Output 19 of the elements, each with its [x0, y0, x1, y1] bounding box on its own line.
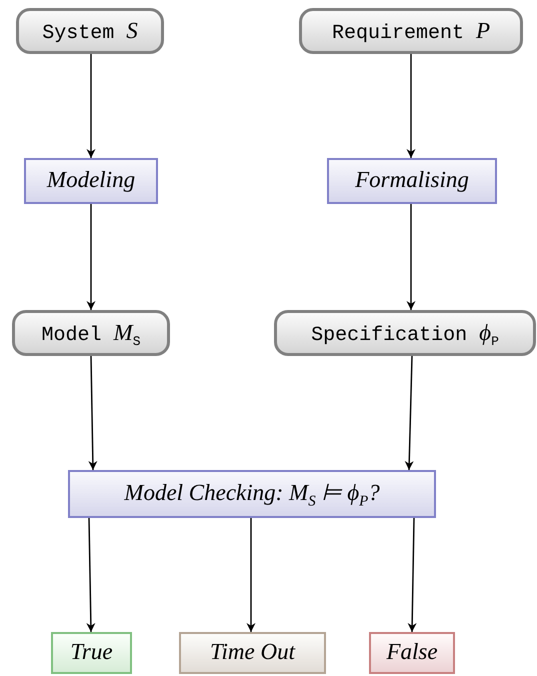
arrow [86, 54, 96, 158]
arrow [404, 356, 414, 470]
result-box: False [369, 632, 455, 674]
process-box: Formalising [327, 158, 497, 204]
arrow [406, 54, 416, 158]
arrow [88, 356, 98, 470]
arrow [406, 204, 416, 310]
arrow [408, 518, 417, 632]
process-box: Model Checking: M$_{S}$ ⊨ ϕ$_{P}$? [68, 470, 436, 518]
arrow [246, 518, 256, 632]
source-box: System S [16, 8, 164, 54]
model-box: Model M$_{S}$ [12, 310, 170, 356]
source-box: Requirement P [299, 8, 523, 54]
arrow [86, 204, 96, 310]
arrow [86, 518, 96, 632]
process-box: Modeling [24, 158, 158, 204]
result-box: True [51, 632, 132, 674]
specification-box: Specification ϕ$_{P}$ [274, 310, 536, 356]
result-box: Time Out [179, 632, 326, 674]
